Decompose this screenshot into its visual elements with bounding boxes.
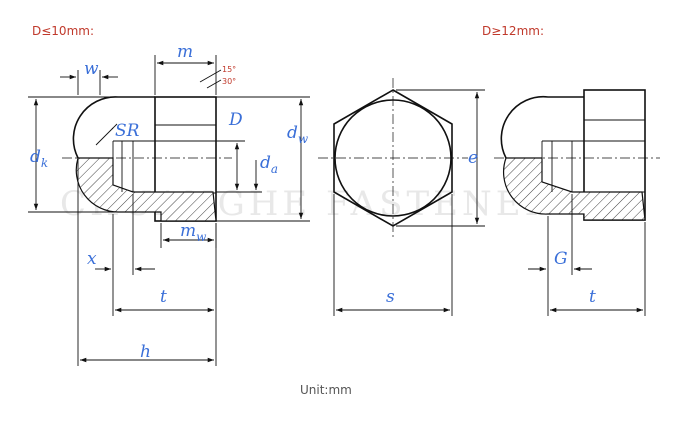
label-t: t bbox=[160, 287, 167, 307]
label-da: da bbox=[260, 153, 278, 176]
header-small-size: D≤10mm: bbox=[32, 24, 94, 38]
label-dw: dw bbox=[287, 123, 309, 146]
label-s: s bbox=[386, 287, 395, 307]
right-hatched-section bbox=[502, 157, 646, 221]
label-t-right: t bbox=[589, 287, 596, 307]
left-dimensions bbox=[28, 55, 310, 366]
top-view bbox=[318, 78, 468, 240]
angle-30: 30° bbox=[222, 77, 236, 86]
label-dk: dk bbox=[30, 147, 48, 170]
label-m: m bbox=[177, 42, 193, 62]
label-mw: mw bbox=[180, 221, 207, 244]
left-side-view bbox=[62, 96, 232, 222]
right-dimensions bbox=[528, 194, 646, 316]
angle-15: 15° bbox=[222, 65, 236, 74]
hatched-section bbox=[75, 157, 217, 222]
right-side-view bbox=[494, 89, 660, 221]
label-sr: SR bbox=[115, 121, 140, 141]
label-e: e bbox=[468, 148, 478, 168]
label-h: h bbox=[140, 342, 151, 362]
label-d: D bbox=[228, 110, 243, 130]
label-x: x bbox=[87, 249, 97, 269]
header-large-size: D≥12mm: bbox=[482, 24, 544, 38]
unit-label: Unit:mm bbox=[300, 383, 352, 397]
label-g: G bbox=[554, 249, 568, 269]
top-view-dimensions bbox=[333, 89, 485, 316]
label-w: w bbox=[84, 59, 99, 79]
